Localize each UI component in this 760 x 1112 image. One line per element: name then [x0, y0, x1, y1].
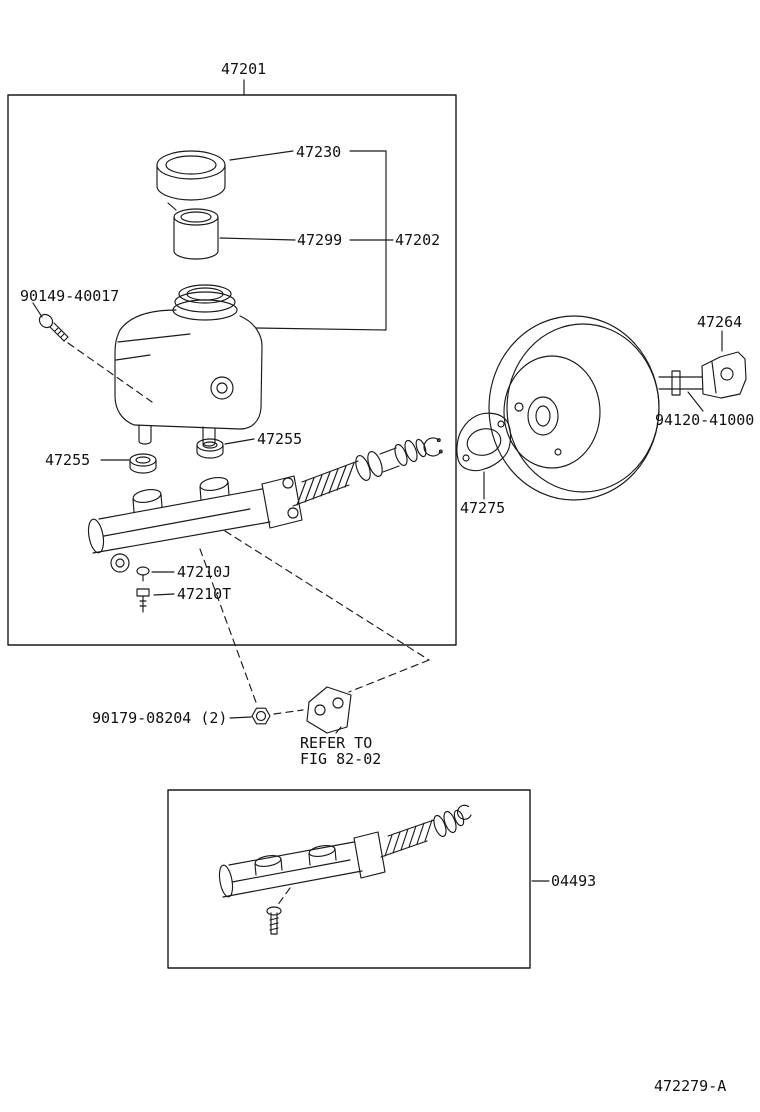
bracket-plate-drawing — [306, 686, 352, 734]
booster-drawing — [488, 315, 747, 501]
kit-cylinder-drawing — [218, 804, 472, 935]
part-label-grommet-upper: 47255 — [257, 430, 303, 448]
gasket-drawing — [456, 412, 512, 472]
part-label-reservoir: 47202 — [395, 231, 441, 249]
strainer-drawing — [167, 202, 219, 260]
figure-code: 472279-A — [654, 1077, 727, 1095]
leader-lines — [32, 150, 723, 734]
reservoir-screw-drawing — [38, 313, 69, 342]
part-label-cylinder-kit: 04493 — [551, 872, 597, 890]
part-label-bolt-j: 47210J — [177, 563, 232, 581]
part-label-strainer: 47299 — [297, 231, 343, 249]
main-assembly-box — [7, 94, 457, 646]
nut-drawing — [251, 707, 271, 725]
part-label-gasket: 47275 — [460, 499, 506, 517]
bolt-t-drawing — [136, 588, 150, 613]
part-label-nut: 90179-08204 (2) — [92, 709, 228, 727]
grommet-upper-drawing — [196, 438, 224, 459]
reservoir-drawing — [114, 284, 263, 447]
grommet-lower-drawing — [129, 453, 157, 474]
part-label-reservoir-screw: 90149-40017 — [20, 287, 120, 305]
part-label-grommet-lower: 47255 — [45, 451, 91, 469]
part-label-assembly: 47201 — [221, 60, 267, 78]
dashed-lines — [67, 342, 430, 907]
bolt-j-drawing — [136, 566, 150, 582]
refer-note-line2: FIG 82-02 — [300, 750, 382, 768]
part-label-cap: 47230 — [296, 143, 342, 161]
part-label-booster: 47264 — [697, 313, 743, 331]
clevis-drawing — [701, 351, 747, 399]
refer-note-line1: REFER TO — [300, 734, 373, 752]
kit-box — [167, 789, 531, 969]
part-label-bolt-t: 47210T — [177, 585, 232, 603]
master-cylinder-drawing — [87, 437, 443, 573]
part-label-operating-rod: 94120-41000 — [655, 411, 755, 429]
reservoir-cap-drawing — [156, 150, 226, 201]
